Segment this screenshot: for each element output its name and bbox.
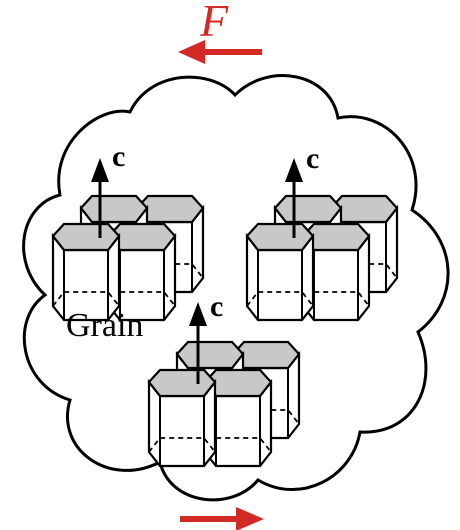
force-label: F [199,0,229,46]
c-axis-label-2: c [306,142,319,175]
grain-label: Grain [66,307,143,344]
c-axis-label-1: c [112,140,125,173]
force-arrow-top [178,40,262,64]
c-axis-arrow-1 [91,158,109,238]
c-axis-arrow-3 [189,302,207,384]
c-axis-label-3: c [210,290,223,323]
c-axis-arrow-2 [285,158,303,238]
cloud-boundary [22,74,450,502]
force-arrow-bottom [180,507,264,530]
